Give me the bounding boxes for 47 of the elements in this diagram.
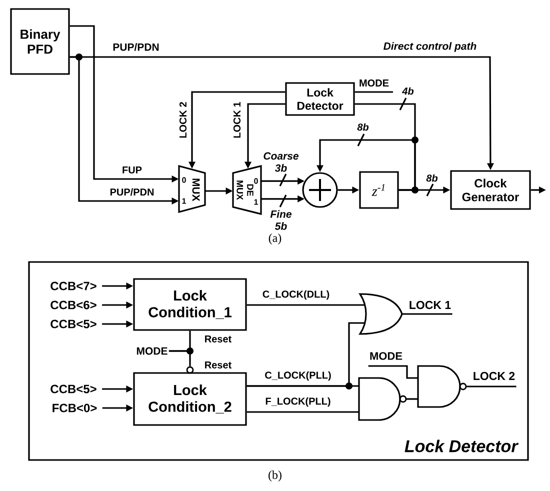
wire bbox=[402, 313, 452, 315]
input-label: CCB<5> bbox=[50, 384, 96, 394]
edge-label: LOCK 2 bbox=[179, 102, 187, 138]
signal-label: MODE bbox=[136, 347, 168, 355]
output-label: LOCK 2 bbox=[474, 372, 515, 380]
adder-symbol bbox=[302, 172, 338, 208]
output-label: LOCK 1 bbox=[410, 300, 451, 310]
nand-gate bbox=[417, 365, 467, 408]
signal-label: PUP/PDN bbox=[113, 43, 159, 51]
nand-gate bbox=[358, 377, 407, 421]
signal-label: MODE bbox=[370, 352, 402, 360]
wire bbox=[246, 411, 359, 413]
edge-label: Direct control path bbox=[384, 42, 476, 52]
wire bbox=[368, 365, 418, 379]
wire bbox=[354, 103, 416, 191]
edge-label: LOCK 1 bbox=[233, 102, 241, 138]
edge-label: F_LOCK(PLL) bbox=[266, 397, 330, 407]
delay-block: z$^{-1}$ bbox=[359, 171, 399, 209]
edge-label: Coarse 3b bbox=[264, 152, 298, 172]
wire bbox=[246, 385, 359, 387]
pfd-block: Binary PFD bbox=[10, 8, 70, 75]
edge-label: 8b bbox=[426, 174, 438, 182]
input-label: CCB<5> bbox=[50, 320, 96, 328]
wire bbox=[466, 386, 516, 388]
edge-label: Reset bbox=[205, 362, 232, 368]
wire bbox=[168, 350, 191, 366]
edge-label: 8b bbox=[357, 123, 369, 131]
edge-label: FUP bbox=[122, 166, 142, 174]
figure-caption: (b) bbox=[268, 470, 282, 482]
figure-caption: (a) bbox=[268, 234, 282, 244]
wire bbox=[354, 91, 393, 93]
wire bbox=[246, 304, 365, 306]
edge-label: C_LOCK(PLL) bbox=[265, 371, 331, 381]
edge-label: C_LOCK(DLL) bbox=[262, 290, 330, 300]
edge-label: 4b bbox=[402, 87, 414, 95]
input-label: CCB<6> bbox=[50, 300, 96, 310]
generator-block: Clock Generator bbox=[450, 170, 531, 210]
edge-label: MODE bbox=[360, 79, 389, 87]
edge-label: PUP/PDN bbox=[110, 188, 154, 196]
edge-label: Reset bbox=[205, 336, 232, 342]
input-label: FCB<0> bbox=[52, 404, 97, 412]
detector-block: Lock Detector bbox=[285, 82, 355, 116]
input-label: CCB<7> bbox=[50, 282, 96, 290]
condition-block: Lock Condition_1 bbox=[133, 278, 247, 331]
edge-label: Fine 5b bbox=[270, 210, 292, 230]
wire bbox=[406, 398, 418, 400]
or-gate bbox=[359, 293, 403, 335]
